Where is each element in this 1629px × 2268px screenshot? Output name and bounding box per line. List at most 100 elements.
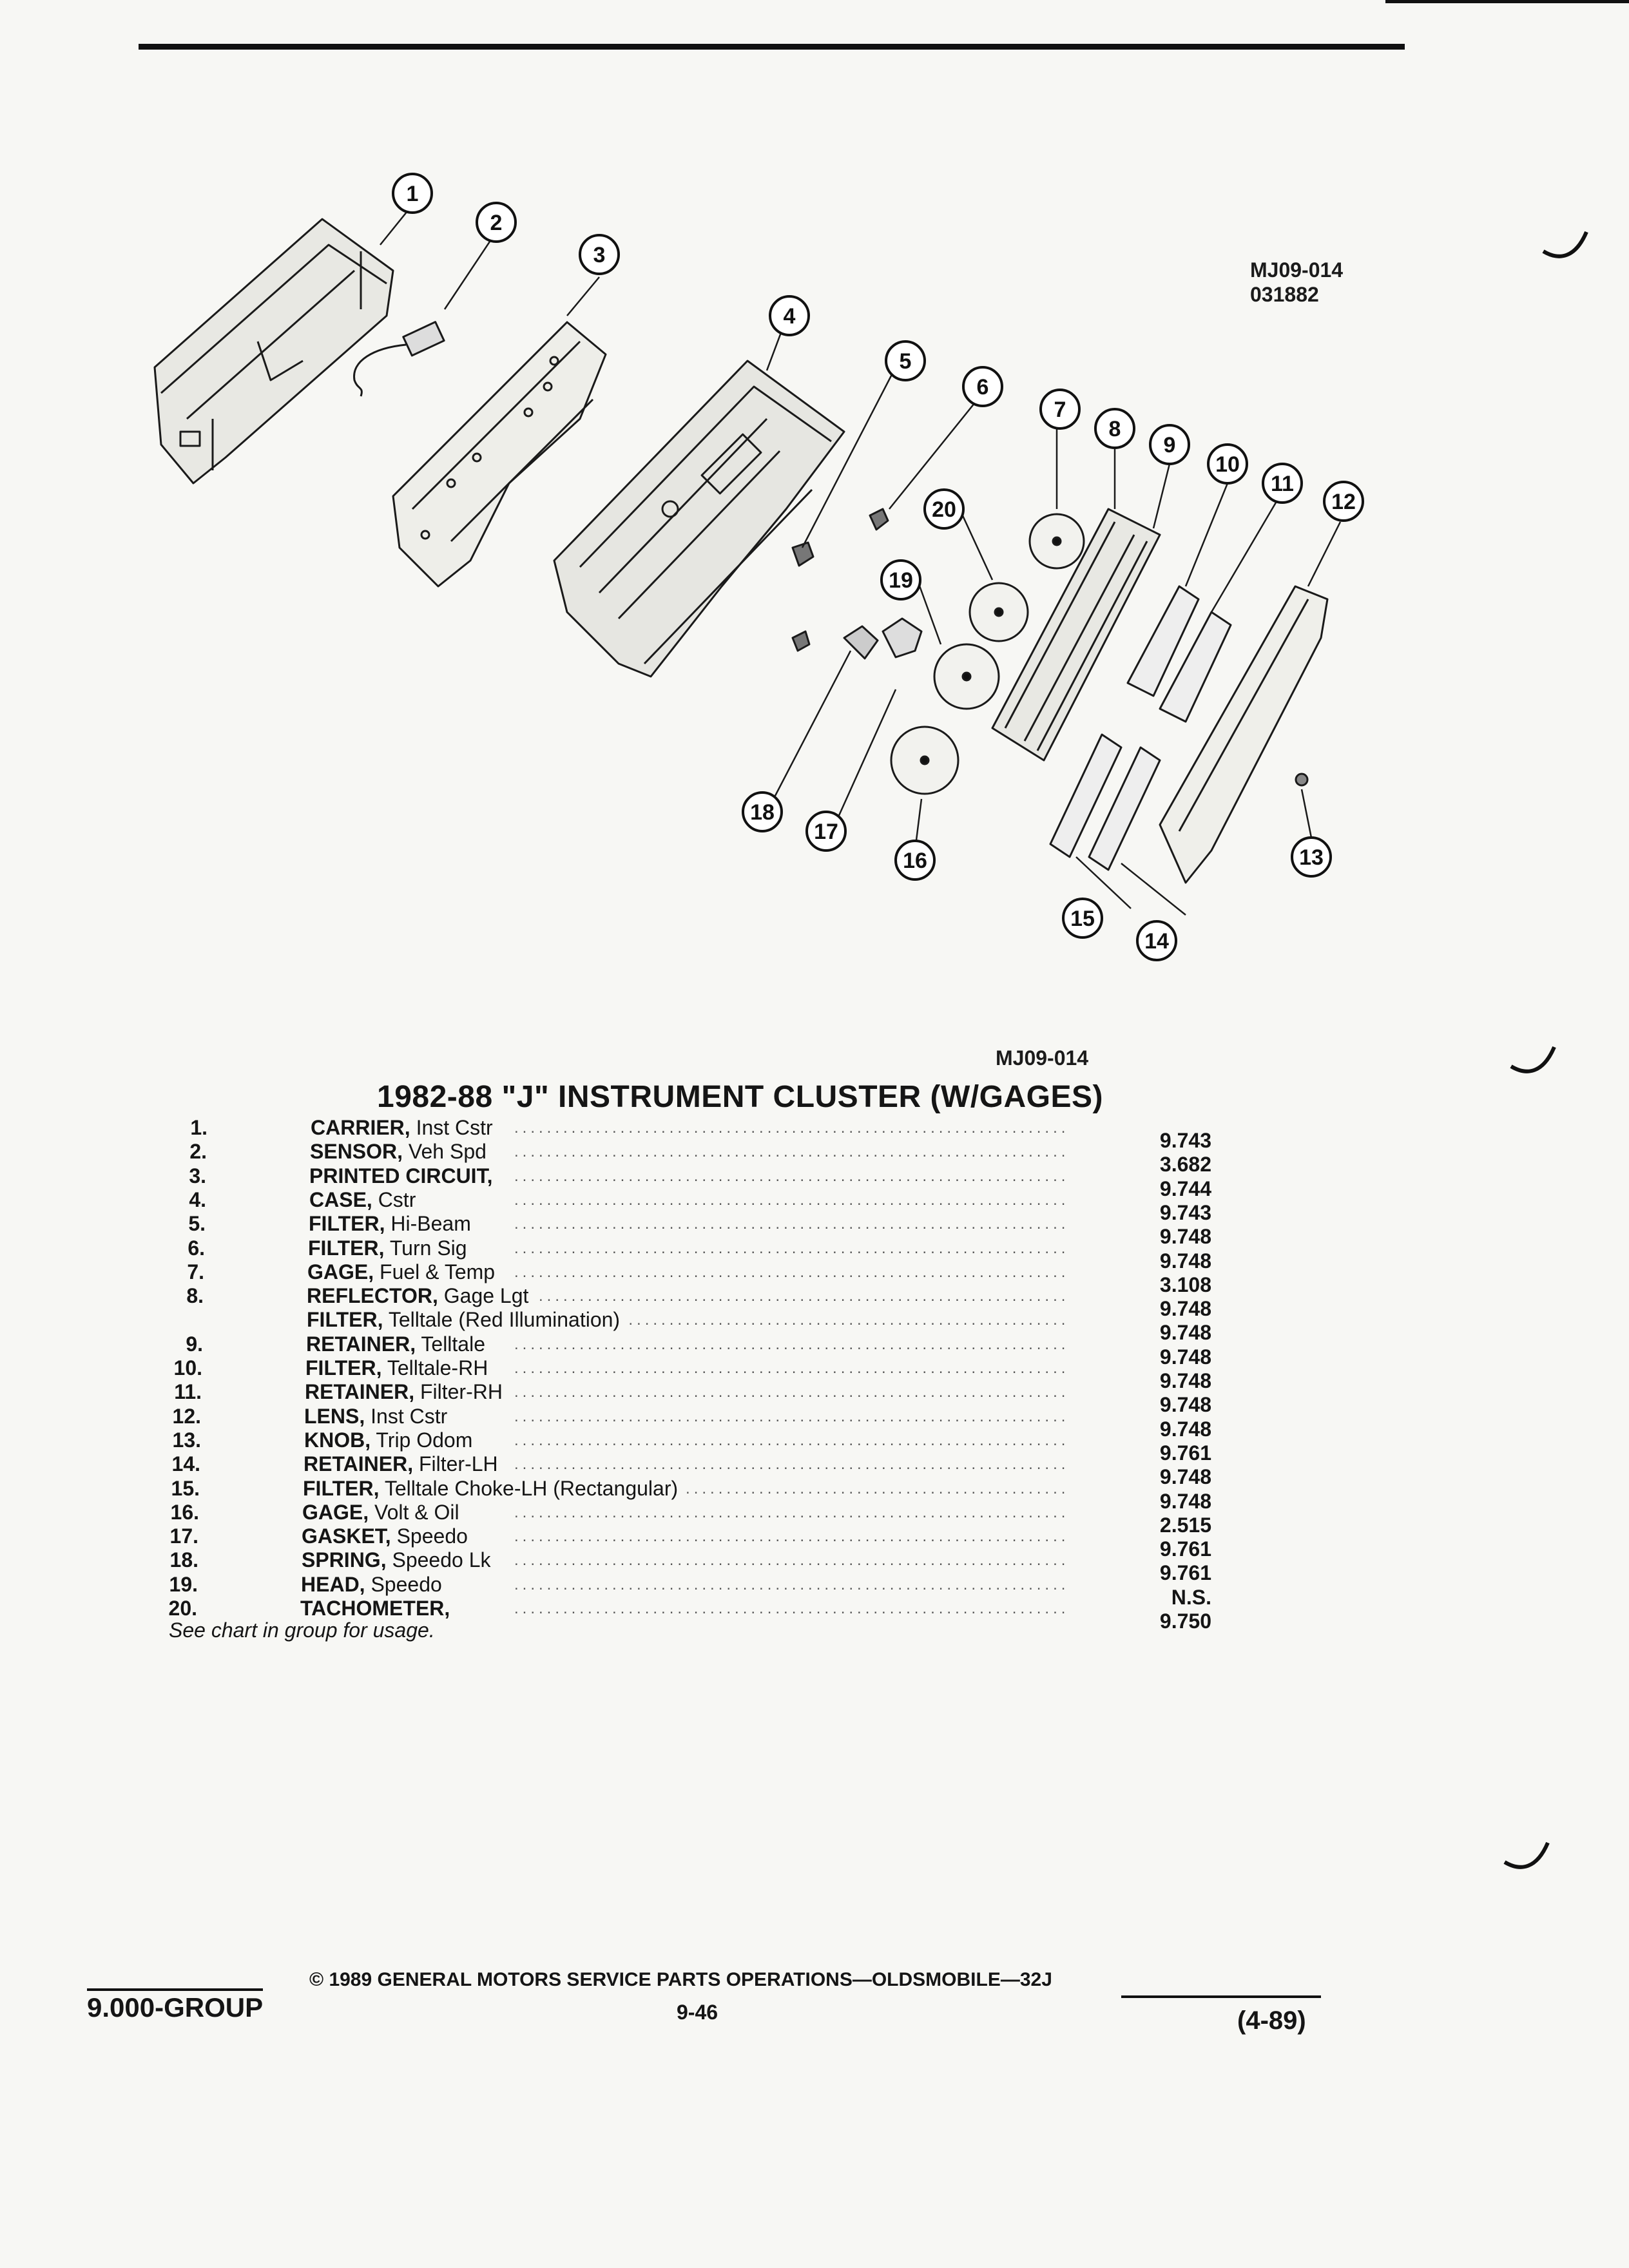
callout-20: 20: [923, 488, 965, 530]
part-detail: Speedo Lk: [386, 1548, 491, 1571]
part-number: 16.: [170, 1501, 199, 1524]
part-description: LENS, Inst Cstr: [304, 1405, 454, 1428]
callout-13: 13: [1291, 836, 1332, 878]
part-number: 5.: [188, 1212, 206, 1235]
svg-text:4: 4: [784, 304, 796, 329]
svg-text:2: 2: [490, 211, 503, 235]
leader-dots: ........................................…: [514, 1383, 1068, 1401]
part-description: FILTER, Telltale Choke-LH (Rectangular): [303, 1477, 685, 1501]
part-row: 2.......................................…: [0, 1140, 1629, 1176]
leader-dots: ........................................…: [514, 1504, 1068, 1521]
part-row: 12......................................…: [0, 1405, 1629, 1441]
part-row: 15......................................…: [0, 1477, 1629, 1513]
part-detail: Speedo: [365, 1573, 442, 1596]
part-number: 14.: [171, 1452, 200, 1475]
edge-mark: [1503, 1841, 1550, 1869]
leader-dots: ........................................…: [514, 1360, 1068, 1377]
leader-dots: ........................................…: [514, 1432, 1068, 1449]
leader-dots: ........................................…: [514, 1408, 1068, 1425]
part-number: 6.: [188, 1236, 205, 1260]
part-row: 1.......................................…: [0, 1116, 1629, 1152]
part-detail: Fuel & Temp: [374, 1260, 496, 1283]
part-group-number: 9.743: [1159, 1201, 1211, 1224]
part-number: 3.: [189, 1164, 206, 1187]
part-name: GASKET,: [302, 1524, 391, 1548]
callout-1: 1: [392, 173, 433, 214]
svg-text:18: 18: [750, 800, 775, 825]
callout-10: 10: [1207, 443, 1248, 485]
part-row: 18......................................…: [0, 1548, 1629, 1584]
part-name: RETAINER,: [304, 1452, 414, 1475]
part-group-number: 9.748: [1159, 1393, 1211, 1416]
figure-date-code: 031882: [1250, 283, 1319, 306]
leader-dots: ........................................…: [514, 1191, 1068, 1209]
part-row: 7.......................................…: [0, 1260, 1629, 1296]
part-description: SENSOR, Veh Spd: [310, 1140, 493, 1164]
part-number: 8.: [186, 1284, 204, 1307]
svg-text:17: 17: [814, 820, 838, 844]
part-name: HEAD,: [301, 1573, 365, 1596]
edge-mark: [1542, 231, 1588, 258]
part-name: KNOB,: [304, 1428, 371, 1452]
part-description: REFLECTOR, Gage Lgt: [307, 1284, 535, 1308]
section-title: 1982-88 "J" INSTRUMENT CLUSTER (W/GAGES): [377, 1080, 1103, 1114]
part-number: 19.: [169, 1573, 198, 1596]
part-number: 4.: [189, 1188, 206, 1211]
part-name: CARRIER,: [311, 1116, 410, 1139]
part-detail: Filter-LH: [413, 1452, 498, 1475]
case-drawing: [553, 360, 845, 678]
part-detail: Inst Cstr: [410, 1116, 493, 1139]
figure-code-bottom: MJ09-014: [996, 1046, 1089, 1070]
part-name: PRINTED CIRCUIT,: [309, 1164, 493, 1187]
part-name: RETAINER,: [306, 1332, 416, 1356]
callout-14: 14: [1136, 920, 1177, 961]
svg-text:13: 13: [1299, 845, 1324, 870]
part-row: 9.......................................…: [0, 1332, 1629, 1369]
corner-rule: [1385, 0, 1629, 3]
leader-dots: ........................................…: [514, 1456, 1068, 1473]
part-description: HEAD, Speedo: [301, 1573, 448, 1597]
part-detail: Trip Odom: [371, 1428, 473, 1452]
part-group-number: 3.682: [1159, 1153, 1211, 1176]
callout-8: 8: [1094, 408, 1135, 449]
svg-text:1: 1: [407, 182, 419, 206]
leader-dots: ........................................…: [514, 1528, 1068, 1545]
part-group-number: 9.761: [1159, 1537, 1211, 1561]
part-number: 12.: [172, 1405, 201, 1428]
figure-code-top: MJ09-014: [1250, 258, 1344, 282]
part-group-number: 9.744: [1159, 1177, 1211, 1200]
part-group-number: 9.748: [1159, 1418, 1211, 1441]
part-number: 11.: [174, 1380, 202, 1403]
part-name: GAGE,: [307, 1260, 374, 1283]
part-row: 5.......................................…: [0, 1212, 1629, 1248]
part-description: GAGE, Fuel & Temp: [307, 1260, 502, 1284]
svg-text:10: 10: [1215, 452, 1240, 477]
part-row: 4.......................................…: [0, 1188, 1629, 1224]
part-group-number: 9.750: [1159, 1610, 1211, 1633]
svg-text:15: 15: [1070, 907, 1095, 931]
leader-dots: ........................................…: [514, 1287, 1068, 1305]
part-name: FILTER,: [303, 1477, 380, 1500]
reflector-drawing: [991, 508, 1161, 762]
callout-6: 6: [962, 366, 1003, 407]
part-group-number: 9.748: [1159, 1465, 1211, 1488]
part-row: 8.......................................…: [0, 1284, 1629, 1320]
lens-drawing: [1159, 585, 1329, 884]
part-detail: Telltale Choke-LH (Rectangular): [379, 1477, 679, 1500]
usage-note: See chart in group for usage.: [169, 1619, 435, 1642]
callout-9: 9: [1149, 424, 1190, 465]
part-row: 6.......................................…: [0, 1236, 1629, 1273]
svg-text:14: 14: [1144, 929, 1169, 954]
svg-text:6: 6: [977, 375, 989, 399]
part-name: GAGE,: [302, 1501, 369, 1524]
part-description: CASE, Cstr: [309, 1188, 423, 1212]
leader-dots: ........................................…: [514, 1336, 1068, 1353]
part-row: 17......................................…: [0, 1524, 1629, 1561]
svg-text:19: 19: [889, 568, 913, 593]
svg-text:8: 8: [1109, 417, 1121, 441]
part-name: TACHOMETER,: [300, 1597, 450, 1620]
part-name: LENS,: [304, 1405, 365, 1428]
part-group-number: 9.748: [1159, 1297, 1211, 1320]
part-name: FILTER,: [309, 1212, 385, 1235]
part-detail: Hi-Beam: [385, 1212, 471, 1235]
